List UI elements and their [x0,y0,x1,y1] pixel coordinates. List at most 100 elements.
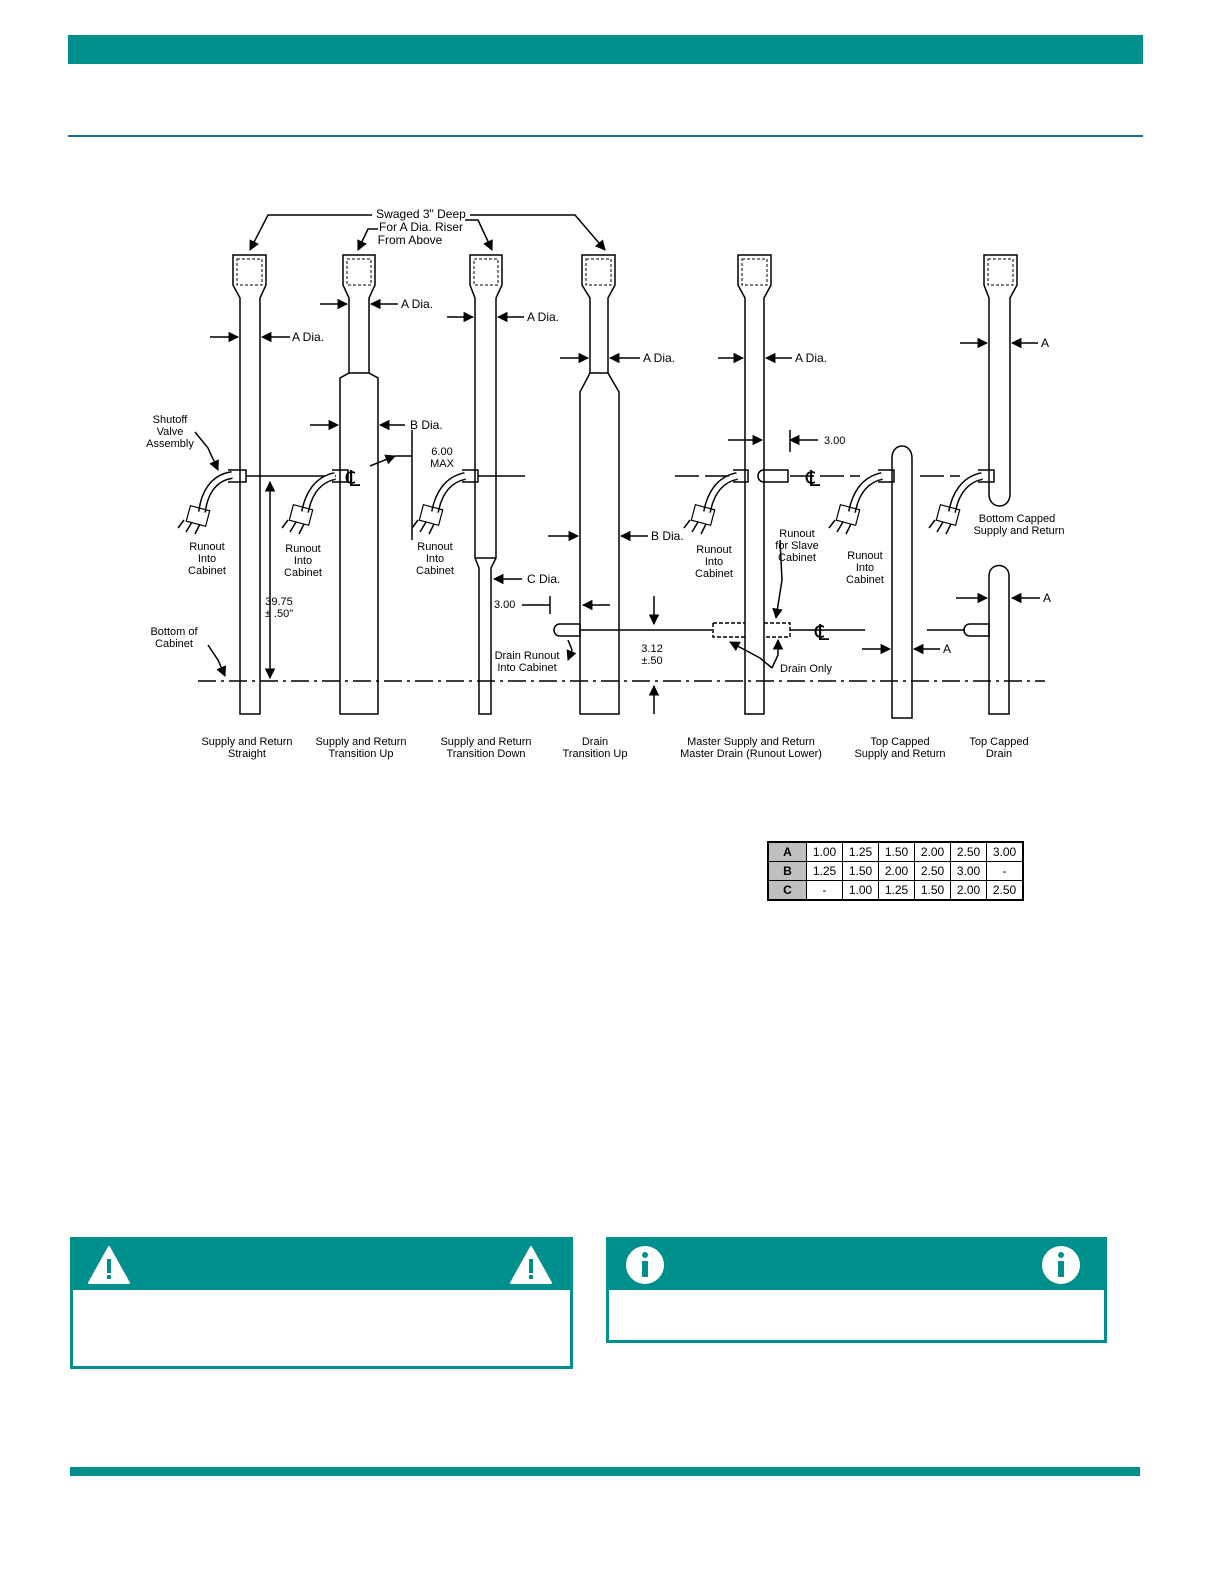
info-circle-icon [1042,1246,1080,1284]
warning-triangle-icon [88,1246,130,1284]
riser-supply-return-transition-up [281,254,379,715]
slave-runout-label: Runout [779,528,814,540]
drain-only-label: Drain Only [780,663,832,675]
label-b-dia: B Dia. [651,529,684,543]
label-3-00: 3.00 [494,599,515,611]
table-cell: 1.50 [914,880,951,901]
header-band [68,35,1143,64]
runout-label: Cabinet [416,565,454,577]
label-39-75: 39.75 [265,596,293,608]
table-cell: 3.00 [950,861,987,881]
row-label: C [767,880,807,901]
swage-note-line-1: Swaged 3" Deep [376,207,466,221]
bottom-capped-label: Supply and Return [973,525,1064,537]
runout-label: Into [294,555,312,567]
riser-diagram: Swaged 3" Deep For A Dia. Riser From Abo… [146,207,1064,760]
drain-runout-label: Drain Runout [495,650,560,662]
info-body [609,1290,1104,1306]
riser-drain-transition-up [553,254,620,715]
runout-label: Runout [189,541,224,553]
shutoff-valve-line-3: Assembly [146,438,194,450]
riser-master-supply-return [683,254,791,715]
caption-line: Drain [986,748,1012,760]
riser-top-capped-supply-return [828,445,913,719]
centerline-symbol: ℄ [805,466,821,491]
table-cell: 2.00 [878,861,915,881]
table-cell: 1.25 [878,880,915,901]
table-cell: 1.00 [842,880,879,901]
table-cell: 2.50 [986,880,1024,901]
runout-label: Cabinet [188,565,226,577]
caption-line: Transition Up [328,748,393,760]
drain-runout-label: Into Cabinet [497,662,556,674]
caption-line: Supply and Return [201,736,292,748]
shutoff-valve-line-2: Valve [157,426,184,438]
caption-line: Drain [582,736,608,748]
runout-label: Cabinet [846,574,884,586]
label-3-00: 3.00 [824,435,845,447]
table-cell: 1.50 [842,861,879,881]
riser-supply-return-straight [177,254,267,715]
runout-label: Into [856,562,874,574]
swage-note: Swaged 3" Deep For A Dia. Riser From Abo… [249,207,606,251]
caption-line: Supply and Return [315,736,406,748]
runout-label: Runout [696,544,731,556]
label-a-dia: A Dia. [795,351,827,365]
table-cell: 2.50 [950,841,987,862]
bottom-capped-label: Bottom Capped [979,513,1055,525]
caption-line: Supply and Return [440,736,531,748]
dimension-arrows [194,298,1040,714]
runout-label: Runout [285,543,320,555]
label-c-dia: C Dia. [527,572,560,586]
warning-bar [73,1240,570,1290]
row-label: A [767,841,807,862]
runout-label: Runout [417,541,452,553]
caption-line: Supply and Return [854,748,945,760]
table-row: B 1.25 1.50 2.00 2.50 3.00 - [767,861,1024,881]
runout-label: Into [198,553,216,565]
table-cell: 3.00 [986,841,1024,862]
centerline-symbol: ℄ [814,620,830,645]
table-cell: 1.50 [878,841,915,862]
label-a-dia: A Dia. [401,297,433,311]
riser-top-capped-drain [963,564,1010,715]
riser-supply-return-transition-down [411,254,503,715]
runout-label: Into [426,553,444,565]
runout-label: Cabinet [695,568,733,580]
caption-line: Master Supply and Return [687,736,815,748]
table-cell: - [986,861,1024,881]
swage-note-line-3: From Above [378,233,443,247]
shutoff-valve-line-1: Shutoff [153,414,189,426]
footer-band [70,1467,1140,1476]
caption-line: Transition Up [562,748,627,760]
swage-note-line-2: For A Dia. Riser [379,220,463,234]
slave-runout-label: Cabinet [778,552,816,564]
label-6-00: 6.00 [431,446,452,458]
label-a-dia: A Dia. [527,310,559,324]
runout-label: Into [705,556,723,568]
table-row: C - 1.00 1.25 1.50 2.00 2.50 [767,880,1024,901]
caption-line: Master Drain (Runout Lower) [680,748,822,760]
centerline-symbol: ℄ [345,466,361,491]
info-circle-icon [626,1246,664,1284]
label-tolerance: ± .50" [265,608,293,620]
table-cell: - [806,880,843,901]
runout-label: Cabinet [284,567,322,579]
table-cell: 2.00 [950,880,987,901]
warning-notice [70,1237,573,1369]
slave-runout-label: for Slave [775,540,818,552]
info-bar [609,1240,1104,1290]
table-cell: 1.00 [806,841,843,862]
info-notice [606,1237,1107,1343]
label-max: MAX [430,458,455,470]
label-b-dia: B Dia. [410,418,443,432]
table-row: A 1.00 1.25 1.50 2.00 2.50 3.00 [767,841,1024,862]
row-label: B [767,861,807,881]
riser-bottom-capped [928,254,1018,535]
caption-line: Top Capped [870,736,929,748]
label-a-dia: A Dia. [292,330,324,344]
table-cell: 1.25 [806,861,843,881]
dimensions-table: A 1.00 1.25 1.50 2.00 2.50 3.00 B 1.25 1… [767,841,1024,901]
table-cell: 1.25 [842,841,879,862]
table-cell: 2.00 [914,841,951,862]
